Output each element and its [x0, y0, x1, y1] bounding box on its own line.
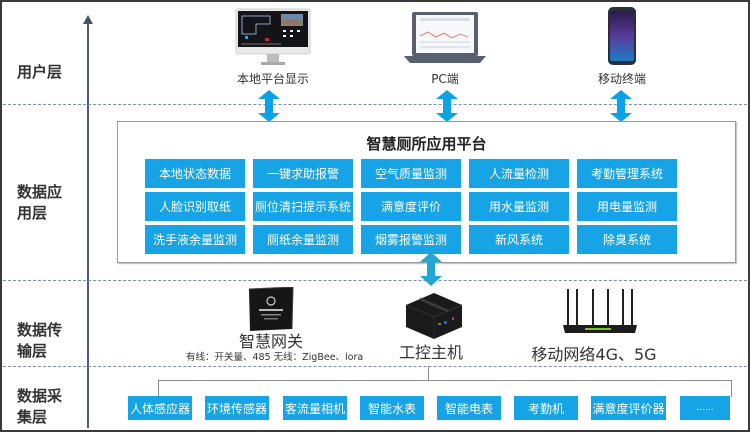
- gateway-label: 智慧网关: [238, 332, 303, 351]
- industrial-pc-label: 工控主机: [398, 343, 463, 362]
- industrial-pc-device: [398, 287, 468, 345]
- module-hand-soap-level: 洗手液余量监测: [145, 225, 245, 254]
- platform-title: 智慧厕所应用平台: [366, 135, 487, 153]
- bidirectional-arrow-icon: [420, 252, 442, 286]
- layer-label-line: 数据应: [17, 183, 63, 201]
- sensor-bus-trunk: [428, 366, 429, 380]
- module-cleaning-reminder: 厕位清扫提示系统: [253, 192, 353, 221]
- bidirectional-arrow-icon: [436, 90, 458, 122]
- device-pc: PC端: [398, 10, 492, 87]
- module-water-usage: 用水量监测: [469, 192, 569, 221]
- module-sos-alarm: 一键求助报警: [253, 159, 353, 188]
- axis-arrowhead-icon: [83, 15, 93, 24]
- layer-label-user-text: 用户层: [17, 63, 63, 81]
- sensor-environment: 环境传感器: [205, 396, 269, 420]
- device-mobile: 移动终端: [590, 6, 654, 87]
- device-local-display: 本地平台显示: [228, 8, 318, 87]
- device-label: 本地平台显示: [236, 72, 309, 86]
- layer-divider-user-app: [3, 104, 747, 105]
- device-label: 移动终端: [597, 72, 646, 86]
- gateway-icon: [248, 286, 294, 331]
- module-satisfaction-rating: 满意度评价: [361, 192, 461, 221]
- layer-label-user: 用户层: [17, 62, 62, 83]
- laptop-icon: [404, 12, 486, 63]
- bidirectional-arrow-icon: [258, 90, 280, 122]
- gateway-protocols: 有线：开关量、485 无线：ZigBee、lora: [186, 352, 364, 363]
- module-toilet-paper-level: 厕纸余量监测: [253, 225, 353, 254]
- module-air-quality: 空气质量监测: [361, 159, 461, 188]
- layer-label-line: 数据采: [17, 387, 63, 405]
- layer-divider-app-transmission: [3, 280, 747, 281]
- sensor-smart-electric-meter: 智能电表: [437, 396, 501, 420]
- application-platform-box: 智慧厕所应用平台 本地状态数据 一键求助报警 空气质量监测 人流量检测 考勤管理…: [117, 121, 736, 263]
- layer-divider-transmission-collection: [3, 366, 747, 367]
- sensor-smart-water-meter: 智能水表: [360, 396, 424, 420]
- sensor-bus-line: [158, 380, 732, 397]
- layer-label-transmission: 数据传 输层: [17, 320, 62, 362]
- router-icon: [563, 289, 637, 333]
- sensor-more: ......: [680, 396, 730, 420]
- layer-label-application: 数据应 用层: [17, 182, 62, 224]
- sensor-attendance-machine: 考勤机: [514, 396, 578, 420]
- module-electricity-usage: 用电量监测: [577, 192, 677, 221]
- module-deodorization: 除臭系统: [577, 225, 677, 254]
- module-fresh-air: 新风系统: [469, 225, 569, 254]
- module-smoke-alarm: 烟雾报警监测: [361, 225, 461, 254]
- layer-label-line: 用层: [17, 204, 48, 222]
- industrial-pc-icon: [405, 293, 463, 339]
- desktop-monitor-icon: [235, 8, 311, 65]
- module-face-recognition-paper: 人脸识别取纸: [145, 192, 245, 221]
- layer-label-line: 集层: [17, 408, 48, 426]
- device-label: PC端: [431, 72, 459, 86]
- sensor-human-presence: 人体感应器: [128, 396, 192, 420]
- gateway-device: [244, 286, 298, 335]
- layer-label-line: 输层: [17, 342, 48, 360]
- mobile-network-device: [560, 287, 640, 339]
- bidirectional-arrow-icon: [610, 90, 632, 122]
- smartphone-icon: [608, 7, 636, 65]
- mobile-network-label: 移动网络4G、5G: [531, 345, 657, 364]
- sensor-traffic-camera: 客流量相机: [283, 396, 347, 420]
- module-people-flow: 人流量检测: [469, 159, 569, 188]
- vertical-axis-line: [87, 20, 89, 428]
- platform-module-grid: 本地状态数据 一键求助报警 空气质量监测 人流量检测 考勤管理系统 人脸识别取纸…: [145, 159, 677, 254]
- layer-label-collection: 数据采 集层: [17, 386, 62, 428]
- module-attendance: 考勤管理系统: [577, 159, 677, 188]
- module-local-status-data: 本地状态数据: [145, 159, 245, 188]
- sensor-satisfaction-evaluator: 满意度评价器: [591, 396, 666, 420]
- layer-label-line: 数据传: [17, 321, 63, 339]
